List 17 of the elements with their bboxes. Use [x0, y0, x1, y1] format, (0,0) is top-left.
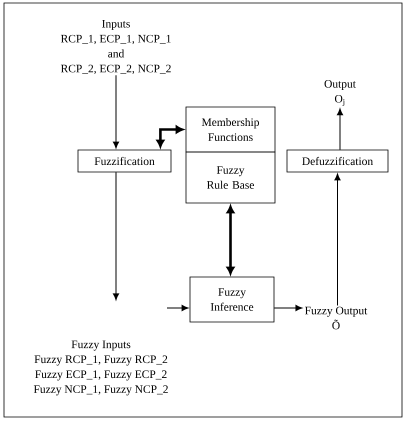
text-label: Inputs RCP_1, ECP_1, NCP_1 and RCP_2, ECP_2, NCP_2 — [60, 20, 171, 74]
process-box: Fuzzification — [78, 150, 172, 172]
arrow — [334, 174, 341, 306]
text-label: Fuzzy Inputs Fuzzy RCP_1, Fuzzy RCP_2 Fuzzy ECP_1, Fuzzy ECP_2 Fuzzy NCP_1, Fuzzy NCP_2 — [34, 340, 168, 396]
process-box: Defuzzification — [286, 150, 388, 172]
double-arrow — [156, 126, 184, 148]
arrow — [112, 172, 120, 300]
arrow — [166, 304, 188, 312]
text-label: Output O$_{j}$ — [324, 80, 356, 106]
process-box: Fuzzy Rule Base — [186, 152, 276, 204]
process-box: Fuzzy Inference — [190, 276, 274, 322]
arrow — [274, 304, 302, 312]
process-box: Membership Functions — [186, 106, 276, 152]
double-arrow — [226, 206, 234, 274]
arrow — [336, 108, 344, 150]
arrow — [112, 74, 120, 148]
text-label: Fuzzy Output Õ — [304, 306, 368, 330]
